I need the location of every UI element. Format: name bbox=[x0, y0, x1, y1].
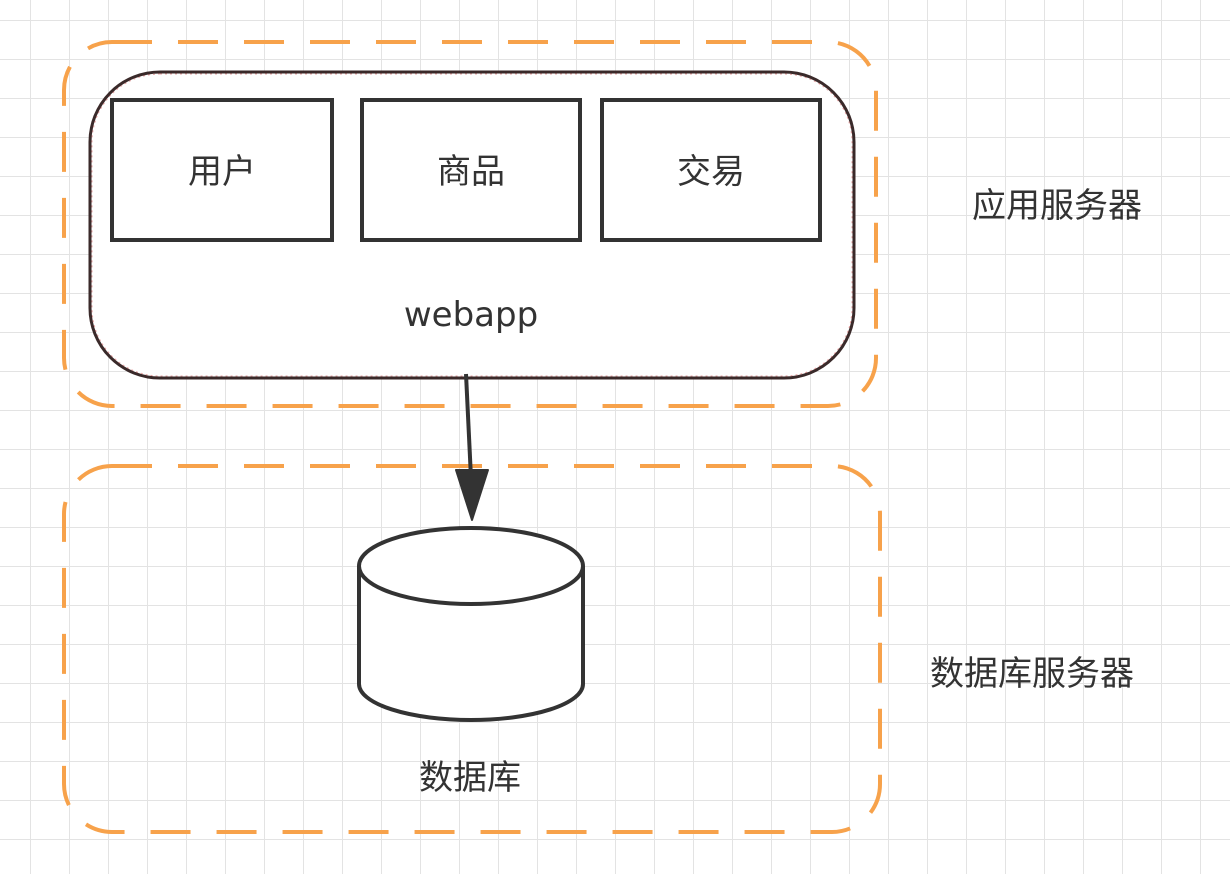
arrow-head bbox=[455, 469, 489, 521]
database-cylinder-top bbox=[357, 526, 585, 606]
module-box-trade bbox=[600, 98, 822, 242]
webapp-label: webapp bbox=[403, 295, 539, 335]
module-label-user: 用户 bbox=[188, 152, 256, 192]
app-server-label: 应用服务器 bbox=[972, 186, 1142, 226]
app-server-group bbox=[62, 40, 878, 408]
module-label-trade: 交易 bbox=[677, 152, 745, 192]
module-box-product bbox=[360, 98, 582, 242]
arrow-line bbox=[464, 373, 473, 479]
db-server-label: 数据库服务器 bbox=[930, 654, 1134, 694]
database-label: 数据库 bbox=[419, 758, 521, 798]
module-box-user bbox=[110, 98, 334, 242]
webapp-container-outline bbox=[91, 73, 853, 377]
module-label-product: 商品 bbox=[437, 152, 505, 192]
database-cylinder-body bbox=[357, 566, 585, 722]
